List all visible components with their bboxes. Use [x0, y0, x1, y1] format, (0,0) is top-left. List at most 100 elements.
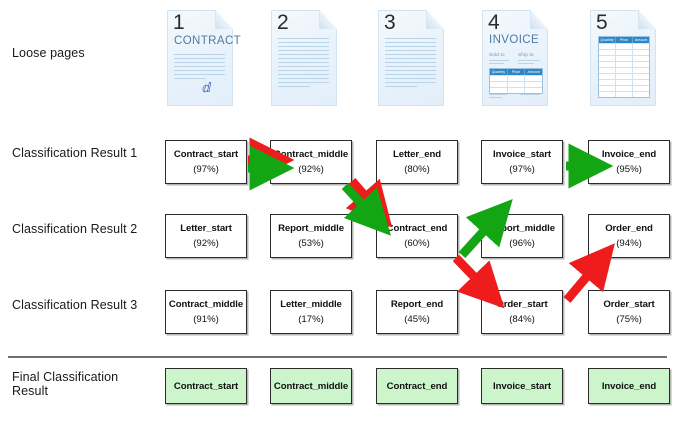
result3-box-5[interactable]: Order_start (75%)	[588, 290, 670, 334]
column-header-amount: Amount	[527, 70, 540, 74]
table-header-row: Quantity Price Amount	[599, 37, 649, 43]
page-thumbnail-2[interactable]: 2	[271, 10, 337, 106]
table-row	[599, 67, 649, 73]
result2-box-5[interactable]: Order_end (94%)	[588, 214, 670, 258]
classification-label: Contract_end	[386, 380, 448, 392]
table-row	[599, 55, 649, 61]
confidence-value: (92%)	[193, 238, 219, 249]
classification-label: Order_start	[496, 299, 548, 310]
result1-box-4[interactable]: Invoice_start (97%)	[481, 140, 563, 184]
result3-box-4[interactable]: Order_start (84%)	[481, 290, 563, 334]
arrow-green-contract-middle-to-contract-end	[341, 182, 391, 236]
invoice-rule	[489, 60, 509, 61]
final-box-3[interactable]: Contract_end	[376, 368, 458, 404]
classification-label: Report_end	[390, 299, 444, 310]
row-label-classification-result-3: Classification Result 3	[12, 298, 138, 312]
page-number: 3	[384, 11, 396, 34]
page-fold-corner	[215, 10, 233, 29]
invoice-rule	[518, 63, 534, 64]
table-row	[599, 73, 649, 79]
signature-icon: ⅆ	[202, 80, 212, 95]
page-title: INVOICE	[489, 34, 540, 46]
classification-label: Contract_end	[386, 223, 448, 234]
invoice-ship-to-label: Ship to	[518, 52, 534, 57]
column-header-price: Price	[508, 69, 526, 75]
result3-box-3[interactable]: Report_end (45%)	[376, 290, 458, 334]
invoice-rule	[489, 94, 507, 95]
page-thumbnail-3[interactable]: 3	[378, 10, 444, 106]
classification-label: Invoice_end	[601, 149, 657, 160]
classification-label: Invoice_end	[601, 380, 657, 392]
classification-label: Contract_start	[173, 380, 239, 392]
row-label-loose-pages: Loose pages	[12, 46, 85, 60]
result3-box-2[interactable]: Letter_middle (17%)	[270, 290, 352, 334]
classification-label: Letter_end	[392, 149, 442, 160]
invoice-rule	[489, 63, 504, 64]
confidence-value: (97%)	[509, 164, 535, 175]
confidence-value: (84%)	[509, 314, 535, 325]
confidence-value: (91%)	[193, 314, 219, 325]
confidence-value: (96%)	[509, 238, 535, 249]
arrow-red-contract-middle-to-contract-end	[345, 178, 393, 228]
confidence-value: (97%)	[193, 164, 219, 175]
table-row	[599, 49, 649, 55]
column-header-quantity: Quantity	[599, 37, 616, 43]
column-header-quantity: Quantity	[490, 69, 508, 75]
confidence-value: (60%)	[404, 238, 430, 249]
confidence-value: (17%)	[298, 314, 324, 325]
result2-box-1[interactable]: Letter_start (92%)	[165, 214, 247, 258]
row-label-classification-result-1: Classification Result 1	[12, 146, 138, 160]
result2-box-3[interactable]: Contract_end (60%)	[376, 214, 458, 258]
column-header-amount: Amount	[634, 38, 648, 42]
invoice-rule	[518, 60, 540, 61]
classification-label: Contract_start	[173, 149, 239, 160]
confidence-value: (75%)	[616, 314, 642, 325]
result1-box-3[interactable]: Letter_end (80%)	[376, 140, 458, 184]
page-title: CONTRACT	[174, 35, 242, 47]
table-row	[599, 91, 649, 97]
classification-label: Report_middle	[489, 223, 555, 234]
page-table: Quantity Price Amount	[598, 36, 650, 98]
final-box-5[interactable]: Invoice_end	[588, 368, 670, 404]
row-label-final-classification-result: Final Classification Result	[12, 370, 119, 398]
table-row	[599, 79, 649, 85]
table-row	[490, 87, 542, 93]
classification-label: Invoice_start	[493, 149, 551, 160]
invoice-rule	[520, 94, 540, 95]
final-box-4[interactable]: Invoice_start	[481, 368, 563, 404]
page-text-lines	[278, 38, 329, 90]
classification-label: Report_middle	[278, 223, 344, 234]
result1-box-5[interactable]: Invoice_end (95%)	[588, 140, 670, 184]
page-text-lines	[174, 54, 225, 82]
column-header-price: Price	[616, 37, 633, 43]
page-number: 2	[277, 11, 289, 34]
page-thumbnail-1[interactable]: 1 CONTRACT ⅆ	[167, 10, 241, 106]
result2-box-4[interactable]: Report_middle (96%)	[481, 214, 563, 258]
final-box-2[interactable]: Contract_middle	[270, 368, 352, 404]
result3-box-1[interactable]: Contract_middle (91%)	[165, 290, 247, 334]
page-number: 1	[173, 11, 185, 34]
invoice-rule	[489, 97, 502, 98]
table-row	[599, 85, 649, 91]
page-number: 4	[488, 11, 500, 34]
table-row	[490, 81, 542, 87]
classification-label: Letter_start	[180, 223, 232, 234]
confidence-value: (92%)	[298, 164, 324, 175]
classification-label: Contract_middle	[168, 299, 244, 310]
result2-box-2[interactable]: Report_middle (53%)	[270, 214, 352, 258]
page-number: 5	[596, 11, 608, 34]
classification-label: Order_end	[605, 223, 653, 234]
page-thumbnail-4[interactable]: 4 INVOICE Sold to Ship to Quantity Price…	[482, 10, 548, 106]
result1-box-2[interactable]: Contract_middle (92%)	[270, 140, 352, 184]
classification-label: Order_start	[603, 299, 655, 310]
final-box-1[interactable]: Contract_start	[165, 368, 247, 404]
page-thumbnail-5[interactable]: 5 Quantity Price Amount	[590, 10, 656, 106]
invoice-sold-to-label: Sold to	[489, 52, 505, 57]
confidence-value: (53%)	[298, 238, 324, 249]
confidence-value: (95%)	[616, 164, 642, 175]
invoice-line-items-table: Quantity Price Amount	[489, 68, 543, 94]
result1-box-1[interactable]: Contract_start (97%)	[165, 140, 247, 184]
row-label-classification-result-2: Classification Result 2	[12, 222, 138, 236]
confidence-value: (80%)	[404, 164, 430, 175]
